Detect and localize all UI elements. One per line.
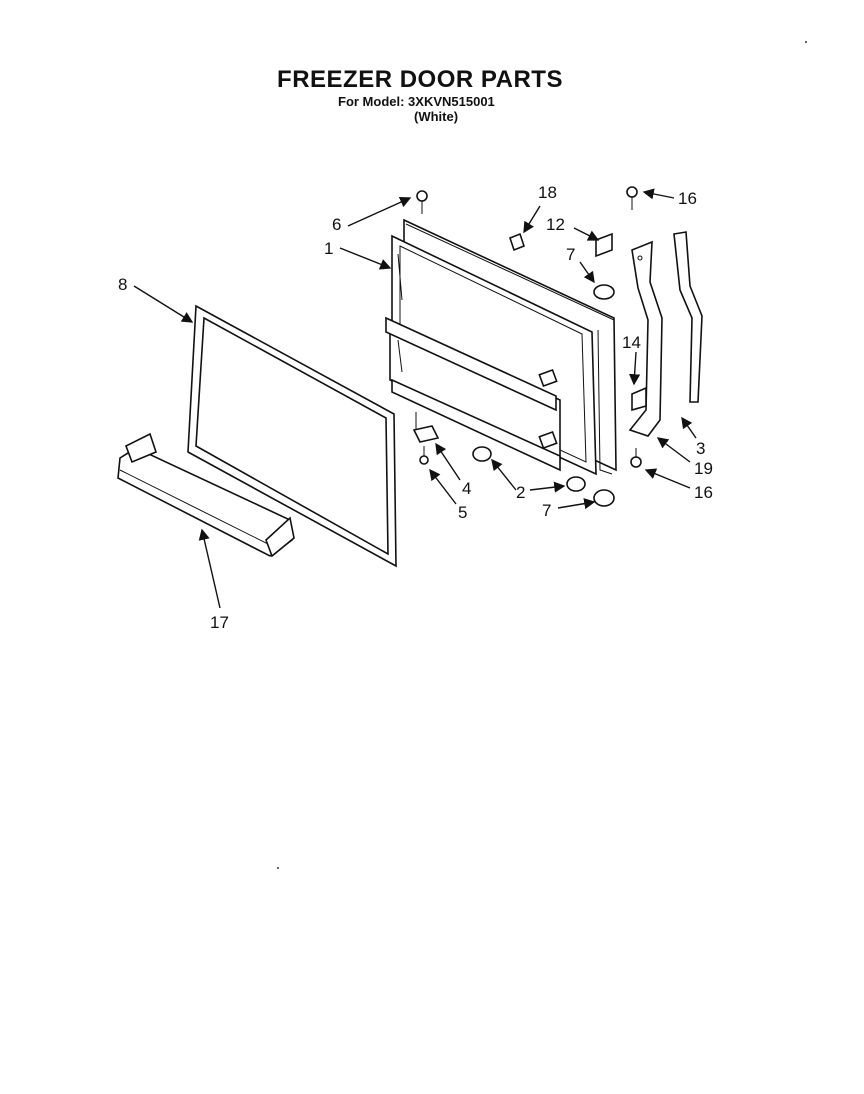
door-stop-bracket xyxy=(412,412,440,443)
color-line: (White) xyxy=(414,109,459,124)
callout-16-upper: 16 xyxy=(678,189,697,208)
callout-19: 19 xyxy=(694,459,713,478)
hinge-plate-top xyxy=(595,232,613,258)
diagram-title: FREEZER DOOR PARTS xyxy=(277,66,563,93)
callout-18: 18 xyxy=(538,183,557,202)
callout-3: 3 xyxy=(696,439,705,458)
door-gasket xyxy=(187,304,397,568)
hinge-cover-strip xyxy=(673,231,703,403)
door-hinge xyxy=(628,240,663,437)
door-stop-screw xyxy=(419,446,429,465)
door-foot-left xyxy=(472,446,492,462)
callout-16-lower: 16 xyxy=(694,483,713,502)
door-foot-right xyxy=(566,476,586,492)
hinge-cap-top xyxy=(593,284,615,300)
stray-mark xyxy=(277,867,279,869)
callout-1: 1 xyxy=(324,239,333,258)
callout-4: 4 xyxy=(462,479,471,498)
screw-top xyxy=(416,190,428,214)
hinge-cap-bottom xyxy=(593,489,615,507)
callout-5: 5 xyxy=(458,503,467,522)
callout-6: 6 xyxy=(332,215,341,234)
hinge-screw-bottom xyxy=(630,448,642,468)
callout-8: 8 xyxy=(118,275,127,294)
hinge-screw-top xyxy=(626,186,638,210)
callout-17: 17 xyxy=(210,613,229,632)
hinge-plate-lower xyxy=(631,386,647,412)
door-handle xyxy=(117,432,295,558)
callout-7-upper: 7 xyxy=(566,245,575,264)
freezer-door-panel xyxy=(385,218,617,476)
callout-14: 14 xyxy=(622,333,641,352)
stray-mark xyxy=(805,41,807,43)
door-label-tag xyxy=(509,232,525,252)
model-line: For Model: 3XKVN515001 xyxy=(338,94,495,109)
callout-2: 2 xyxy=(516,483,525,502)
callout-7-lower: 7 xyxy=(542,501,551,520)
callout-12: 12 xyxy=(546,215,565,234)
